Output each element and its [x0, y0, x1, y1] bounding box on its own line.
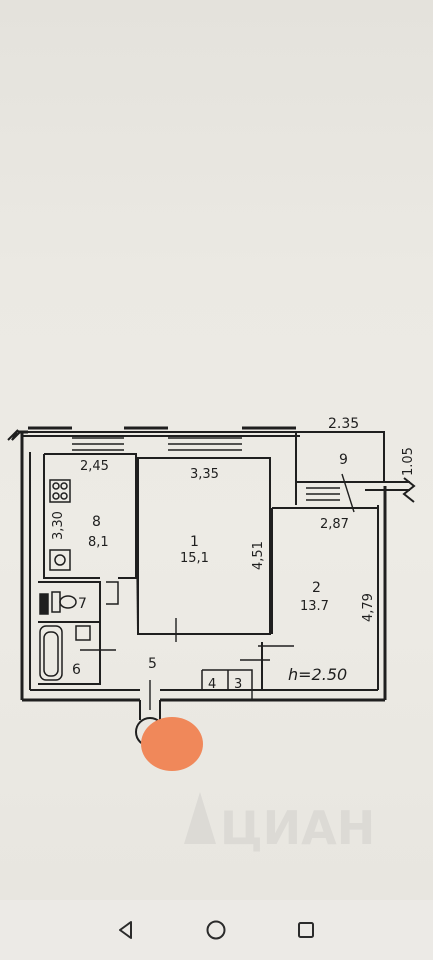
dim-2-35: 2.35: [328, 416, 359, 432]
ceiling-height: h=2.50: [288, 665, 347, 684]
dim-3-35: 3,35: [190, 467, 219, 482]
windows: [72, 431, 340, 501]
recents-button[interactable]: [276, 900, 336, 960]
room-8-area: 8,1: [88, 535, 109, 550]
home-button[interactable]: [186, 900, 246, 960]
room-6-number: 6: [72, 662, 81, 678]
sink-icon: [49, 549, 71, 571]
walls: [7, 426, 416, 720]
door-marks: [80, 473, 355, 710]
back-icon: [119, 921, 132, 939]
fixtures: [39, 479, 91, 681]
room-4-number: 4: [208, 677, 216, 692]
dim-3-30: 3,30: [51, 511, 66, 540]
watermark-text: ЦИАН: [220, 801, 375, 855]
floor-plan: 2.35 1.05 9 2,45 3,35 3,30 8 8,1 1 15,1 …: [7, 416, 416, 855]
dim-2-45: 2,45: [80, 459, 109, 474]
entrance: [135, 717, 203, 771]
room-2-area: 13.7: [300, 599, 329, 614]
redaction-blob: [141, 717, 203, 771]
room-5-number: 5: [148, 656, 157, 672]
room-9-number: 9: [339, 452, 348, 468]
dim-4-51: 4,51: [251, 541, 266, 570]
washbasin-icon: [75, 625, 91, 641]
room-1-number: 1: [190, 534, 199, 550]
stove-icon: [49, 479, 71, 503]
recents-icon: [298, 922, 314, 938]
room-7-number: 7: [78, 596, 87, 612]
dim-4-79: 4,79: [361, 593, 376, 622]
room-1-area: 15,1: [180, 551, 209, 566]
riser-icon: [39, 593, 49, 615]
toilet-icon: [51, 591, 61, 613]
room-labels: 2.35 1.05 9 2,45 3,35 3,30 8 8,1 1 15,1 …: [51, 416, 416, 692]
watermark: ЦИАН: [184, 792, 375, 855]
back-button[interactable]: [96, 900, 156, 960]
dim-1-05: 1.05: [401, 447, 416, 476]
home-icon: [206, 920, 226, 940]
dim-2-87: 2,87: [320, 517, 349, 532]
bathtub-icon: [39, 625, 63, 681]
room-8-number: 8: [92, 514, 101, 530]
navigation-bar: [0, 900, 433, 960]
room-3-number: 3: [234, 677, 242, 692]
room-2-number: 2: [312, 580, 321, 596]
